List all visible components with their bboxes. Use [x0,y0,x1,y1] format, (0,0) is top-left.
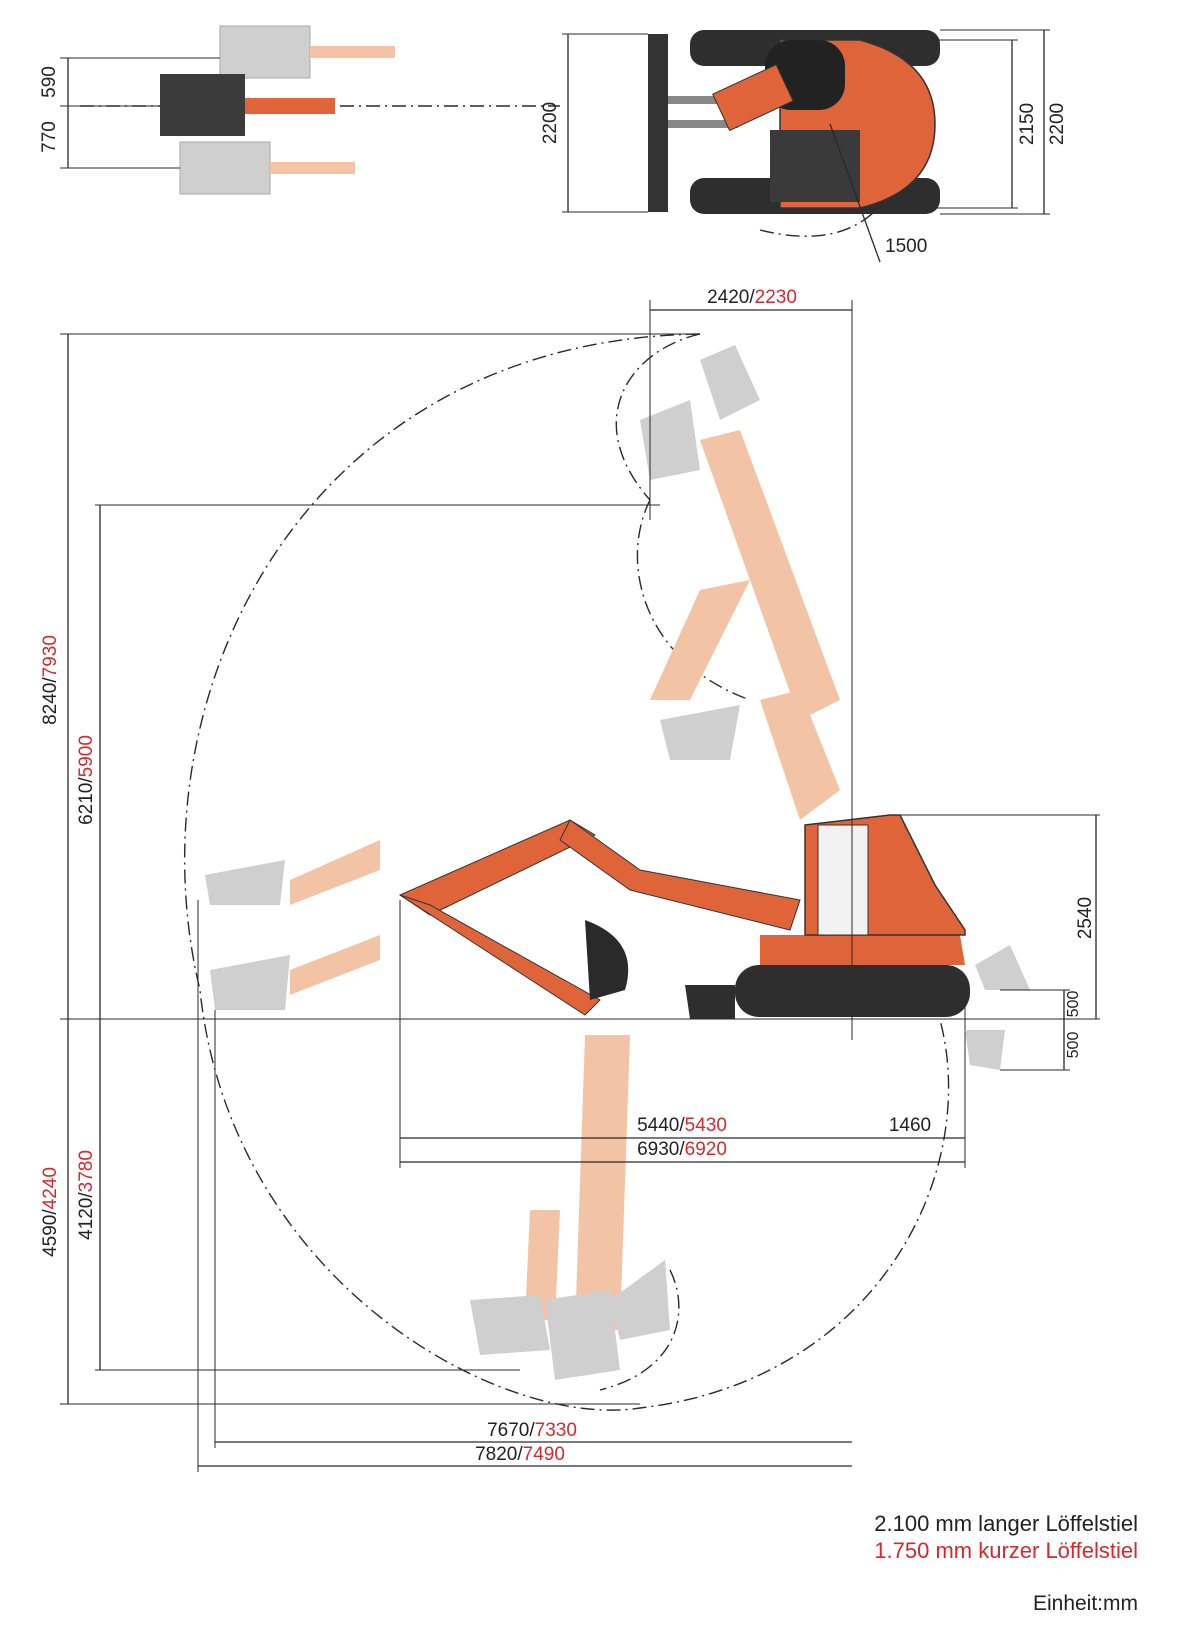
ghost-arm-raised [640,345,840,820]
working-envelope [183,333,950,1411]
max-dig-height-label: 8240/7930 [40,635,61,725]
reach-ground-label: 7670/7330 [487,1420,577,1441]
excavator-side [398,814,970,1019]
tail-radius-label: 1500 [885,236,927,257]
blade-reach-label: 1460 [889,1115,931,1136]
boom-offset-right-ghost [179,141,355,195]
reach-offset-label: 6930/6920 [637,1139,727,1160]
width-total-label: 2200 [1047,103,1068,145]
cab-top [770,130,860,202]
machine-top-view [648,30,940,237]
blade-side [685,985,735,1019]
boom-offset-left-ghost [219,25,395,79]
top-view: 590 770 2200 2150 2200 150 [39,25,1068,263]
blade-top [648,34,668,212]
blade-up-label: 500 [1065,991,1082,1018]
max-dig-depth-label: 4590/4240 [40,1167,61,1257]
width-upper-label: 2150 [1017,103,1038,145]
max-vertical-depth-label: 4120/3780 [76,1150,97,1240]
ghost-arm-dig [470,1035,670,1380]
offset-left-label: 590 [39,66,60,98]
width-blade-label: 2200 [540,102,561,144]
min-swing-radius-label: 5440/5430 [637,1115,727,1136]
max-dump-height-label: 6210/5900 [76,735,97,825]
reach-max-label: 7820/7490 [475,1444,565,1465]
cab-window [817,824,869,936]
blade-down-label: 500 [1065,1032,1082,1059]
upper-body [760,935,965,965]
cab-height-label: 2540 [1075,897,1096,939]
legend-long-arm: 2.100 mm langer Löffelstiel [874,1511,1138,1536]
boom-center [160,74,335,136]
ghost-arm-reach [205,840,380,1010]
blade-ghost-down [965,1030,1005,1070]
bucket [585,920,629,1000]
unit-label: Einheit:mm [1032,1592,1138,1615]
stick [399,894,601,1016]
offset-right-label: 770 [39,121,60,153]
blade-ghost-up [975,945,1030,990]
side-view: 2420/2230 8240/7930 6210/5900 4590/4240 … [40,287,1100,1472]
legend-short-arm: 1.750 mm kurzer Löffelstiel [874,1538,1138,1563]
top-width-label: 2420/2230 [707,287,797,308]
